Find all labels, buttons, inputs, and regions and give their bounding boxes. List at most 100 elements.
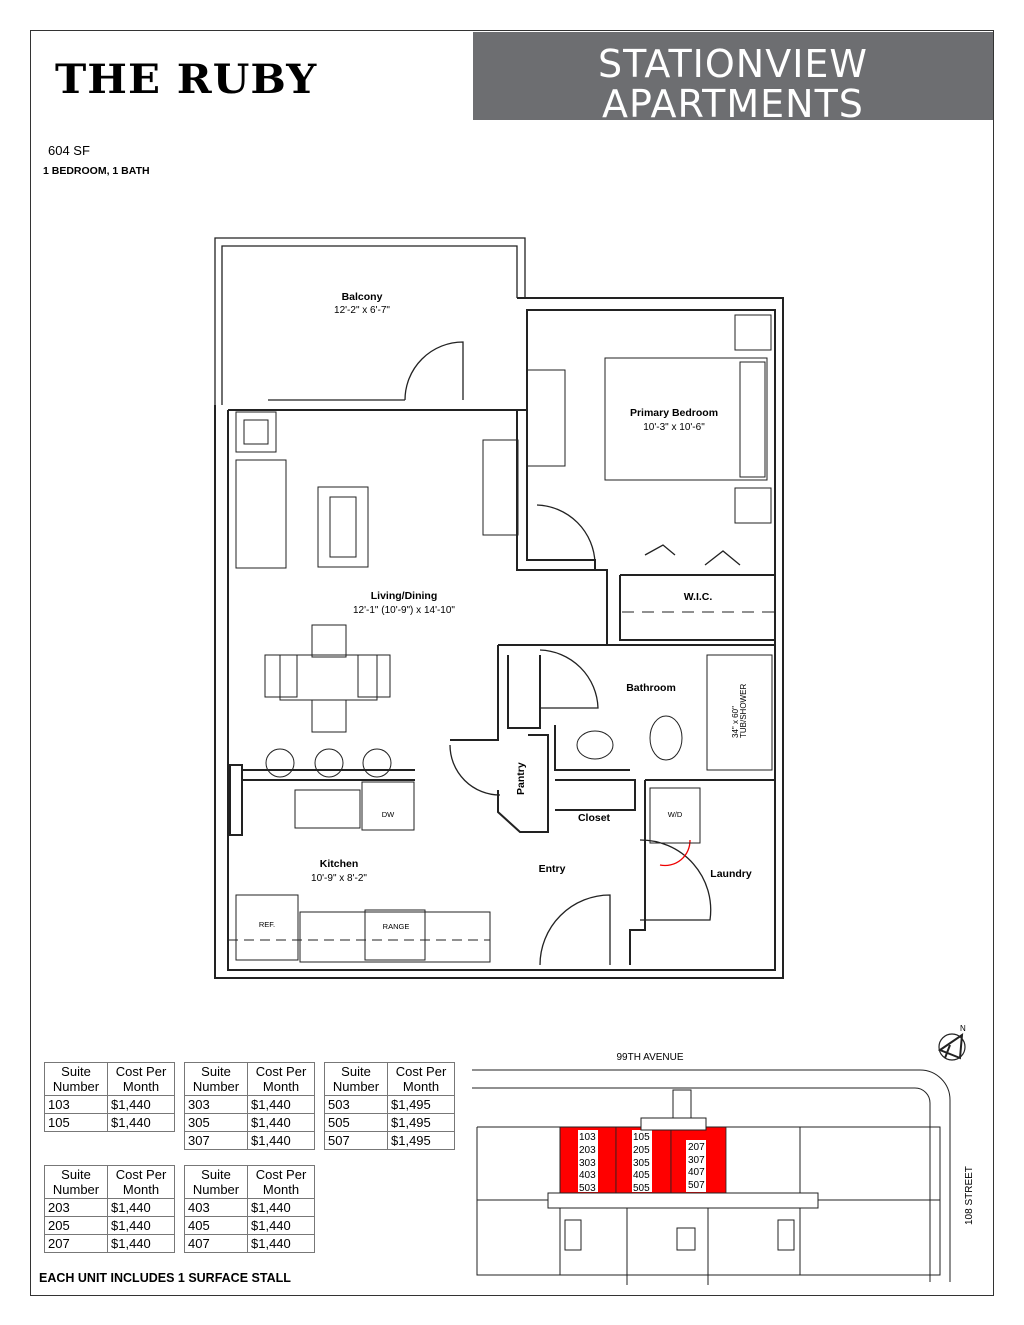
suite-number: 207 — [44, 1234, 108, 1253]
monthly-cost: $1,440 — [247, 1216, 315, 1235]
table-row: 305$1,440 — [184, 1113, 315, 1132]
monthly-cost: $1,440 — [107, 1113, 175, 1132]
living-dims: 12'-1" (10'-9") x 14'-10" — [353, 605, 455, 616]
suite-label: 403 — [579, 1170, 596, 1181]
wic-label: W.I.C. — [684, 591, 713, 603]
building-name: STATIONVIEW APARTMENTS — [598, 42, 868, 126]
suite-label: 505 — [633, 1183, 650, 1194]
site-plan: 99TH AVENUE 108 STREET N — [472, 1024, 975, 1285]
table-row: 207$1,440 — [44, 1234, 175, 1253]
balcony: Balcony 12'-2" x 6'-7" — [214, 237, 526, 405]
suite-label: 105 — [633, 1132, 650, 1143]
monthly-cost: $1,440 — [107, 1216, 175, 1235]
kitchen-dims: 10'-9" x 8'-2" — [311, 873, 367, 884]
monthly-cost: $1,440 — [247, 1113, 315, 1132]
monthly-cost: $1,440 — [107, 1234, 175, 1253]
suite-label: 207 — [688, 1142, 705, 1153]
table-row: 407$1,440 — [184, 1234, 315, 1253]
suite-number: 203 — [44, 1198, 108, 1217]
street-99th-avenue: 99TH AVENUE — [616, 1052, 683, 1063]
suite-label: 303 — [579, 1158, 596, 1169]
table-row: 405$1,440 — [184, 1216, 315, 1235]
suite-label: 103 — [579, 1132, 596, 1143]
dw-label: DW — [382, 810, 395, 819]
doors — [449, 504, 741, 966]
table-row: 203$1,440 — [44, 1198, 175, 1217]
laundry-label: Laundry — [710, 868, 752, 880]
table-row: 503$1,495 — [324, 1095, 455, 1114]
building-banner: STATIONVIEW APARTMENTS 10461 - 99 avenue — [473, 32, 993, 145]
monthly-cost: $1,440 — [247, 1095, 315, 1114]
suite-number: 105 — [44, 1113, 108, 1132]
unit-type: 1 BEDROOM, 1 BATH — [43, 165, 150, 177]
suite-number: 505 — [324, 1113, 388, 1132]
tub-label: TUB/SHOWER — [739, 684, 748, 738]
suite-label: 503 — [579, 1183, 596, 1194]
stack-1-labels: 103 203 303 403 503 — [579, 1132, 598, 1194]
north-arrow-icon: N — [937, 1024, 966, 1061]
north-label: N — [960, 1024, 966, 1033]
bathroom-label: Bathroom — [626, 682, 676, 694]
suite-number: 303 — [184, 1095, 248, 1114]
table-row: 105$1,440 — [44, 1113, 175, 1132]
suite-number: 205 — [44, 1216, 108, 1235]
parking-note: EACH UNIT INCLUDES 1 SURFACE STALL — [39, 1271, 291, 1285]
suite-label: 203 — [579, 1145, 596, 1156]
wd-label: W/D — [668, 810, 683, 819]
suite-label: 507 — [688, 1180, 705, 1191]
suite-label: 405 — [633, 1170, 650, 1181]
suite-number: 407 — [184, 1234, 248, 1253]
bedroom-label: Primary Bedroom — [630, 407, 718, 419]
table-row: 507$1,495 — [324, 1131, 455, 1150]
suite-label: 407 — [688, 1167, 705, 1178]
stack-3-labels: 207 307 407 507 — [688, 1142, 707, 1191]
suite-number: 405 — [184, 1216, 248, 1235]
table-row: 403$1,440 — [184, 1198, 315, 1217]
tub-dims: 34" x 60" — [731, 706, 740, 738]
table-row: 307$1,440 — [184, 1131, 315, 1150]
suite-number: 503 — [324, 1095, 388, 1114]
table-row: 205$1,440 — [44, 1216, 175, 1235]
stack-2-labels: 105 205 305 405 505 — [633, 1132, 652, 1194]
monthly-cost: $1,495 — [387, 1113, 455, 1132]
range-label: RANGE — [383, 922, 410, 931]
bedroom-dims: 10'-3" x 10'-6" — [643, 422, 705, 433]
ref-label: REF. — [259, 920, 275, 929]
pantry-label: Pantry — [515, 762, 527, 795]
balcony-dims: 12'-2" x 6'-7" — [334, 305, 390, 316]
unit-area: 604 SF — [48, 143, 90, 158]
suite-label: 305 — [633, 1158, 650, 1169]
kitchen-label: Kitchen — [320, 858, 359, 870]
street-108-street: 108 STREET — [964, 1166, 975, 1225]
page-frame — [30, 30, 994, 1296]
table-row: 505$1,495 — [324, 1113, 455, 1132]
monthly-cost: $1,440 — [247, 1198, 315, 1217]
entry-label: Entry — [539, 863, 566, 875]
balcony-label: Balcony — [342, 291, 383, 303]
suite-label: 205 — [633, 1145, 650, 1156]
unit-name: THE RUBY — [55, 56, 318, 103]
monthly-cost: $1,440 — [247, 1234, 315, 1253]
suite-number: 403 — [184, 1198, 248, 1217]
living-label: Living/Dining — [371, 590, 438, 602]
monthly-cost: $1,440 — [247, 1131, 315, 1150]
closet-label: Closet — [578, 812, 611, 824]
